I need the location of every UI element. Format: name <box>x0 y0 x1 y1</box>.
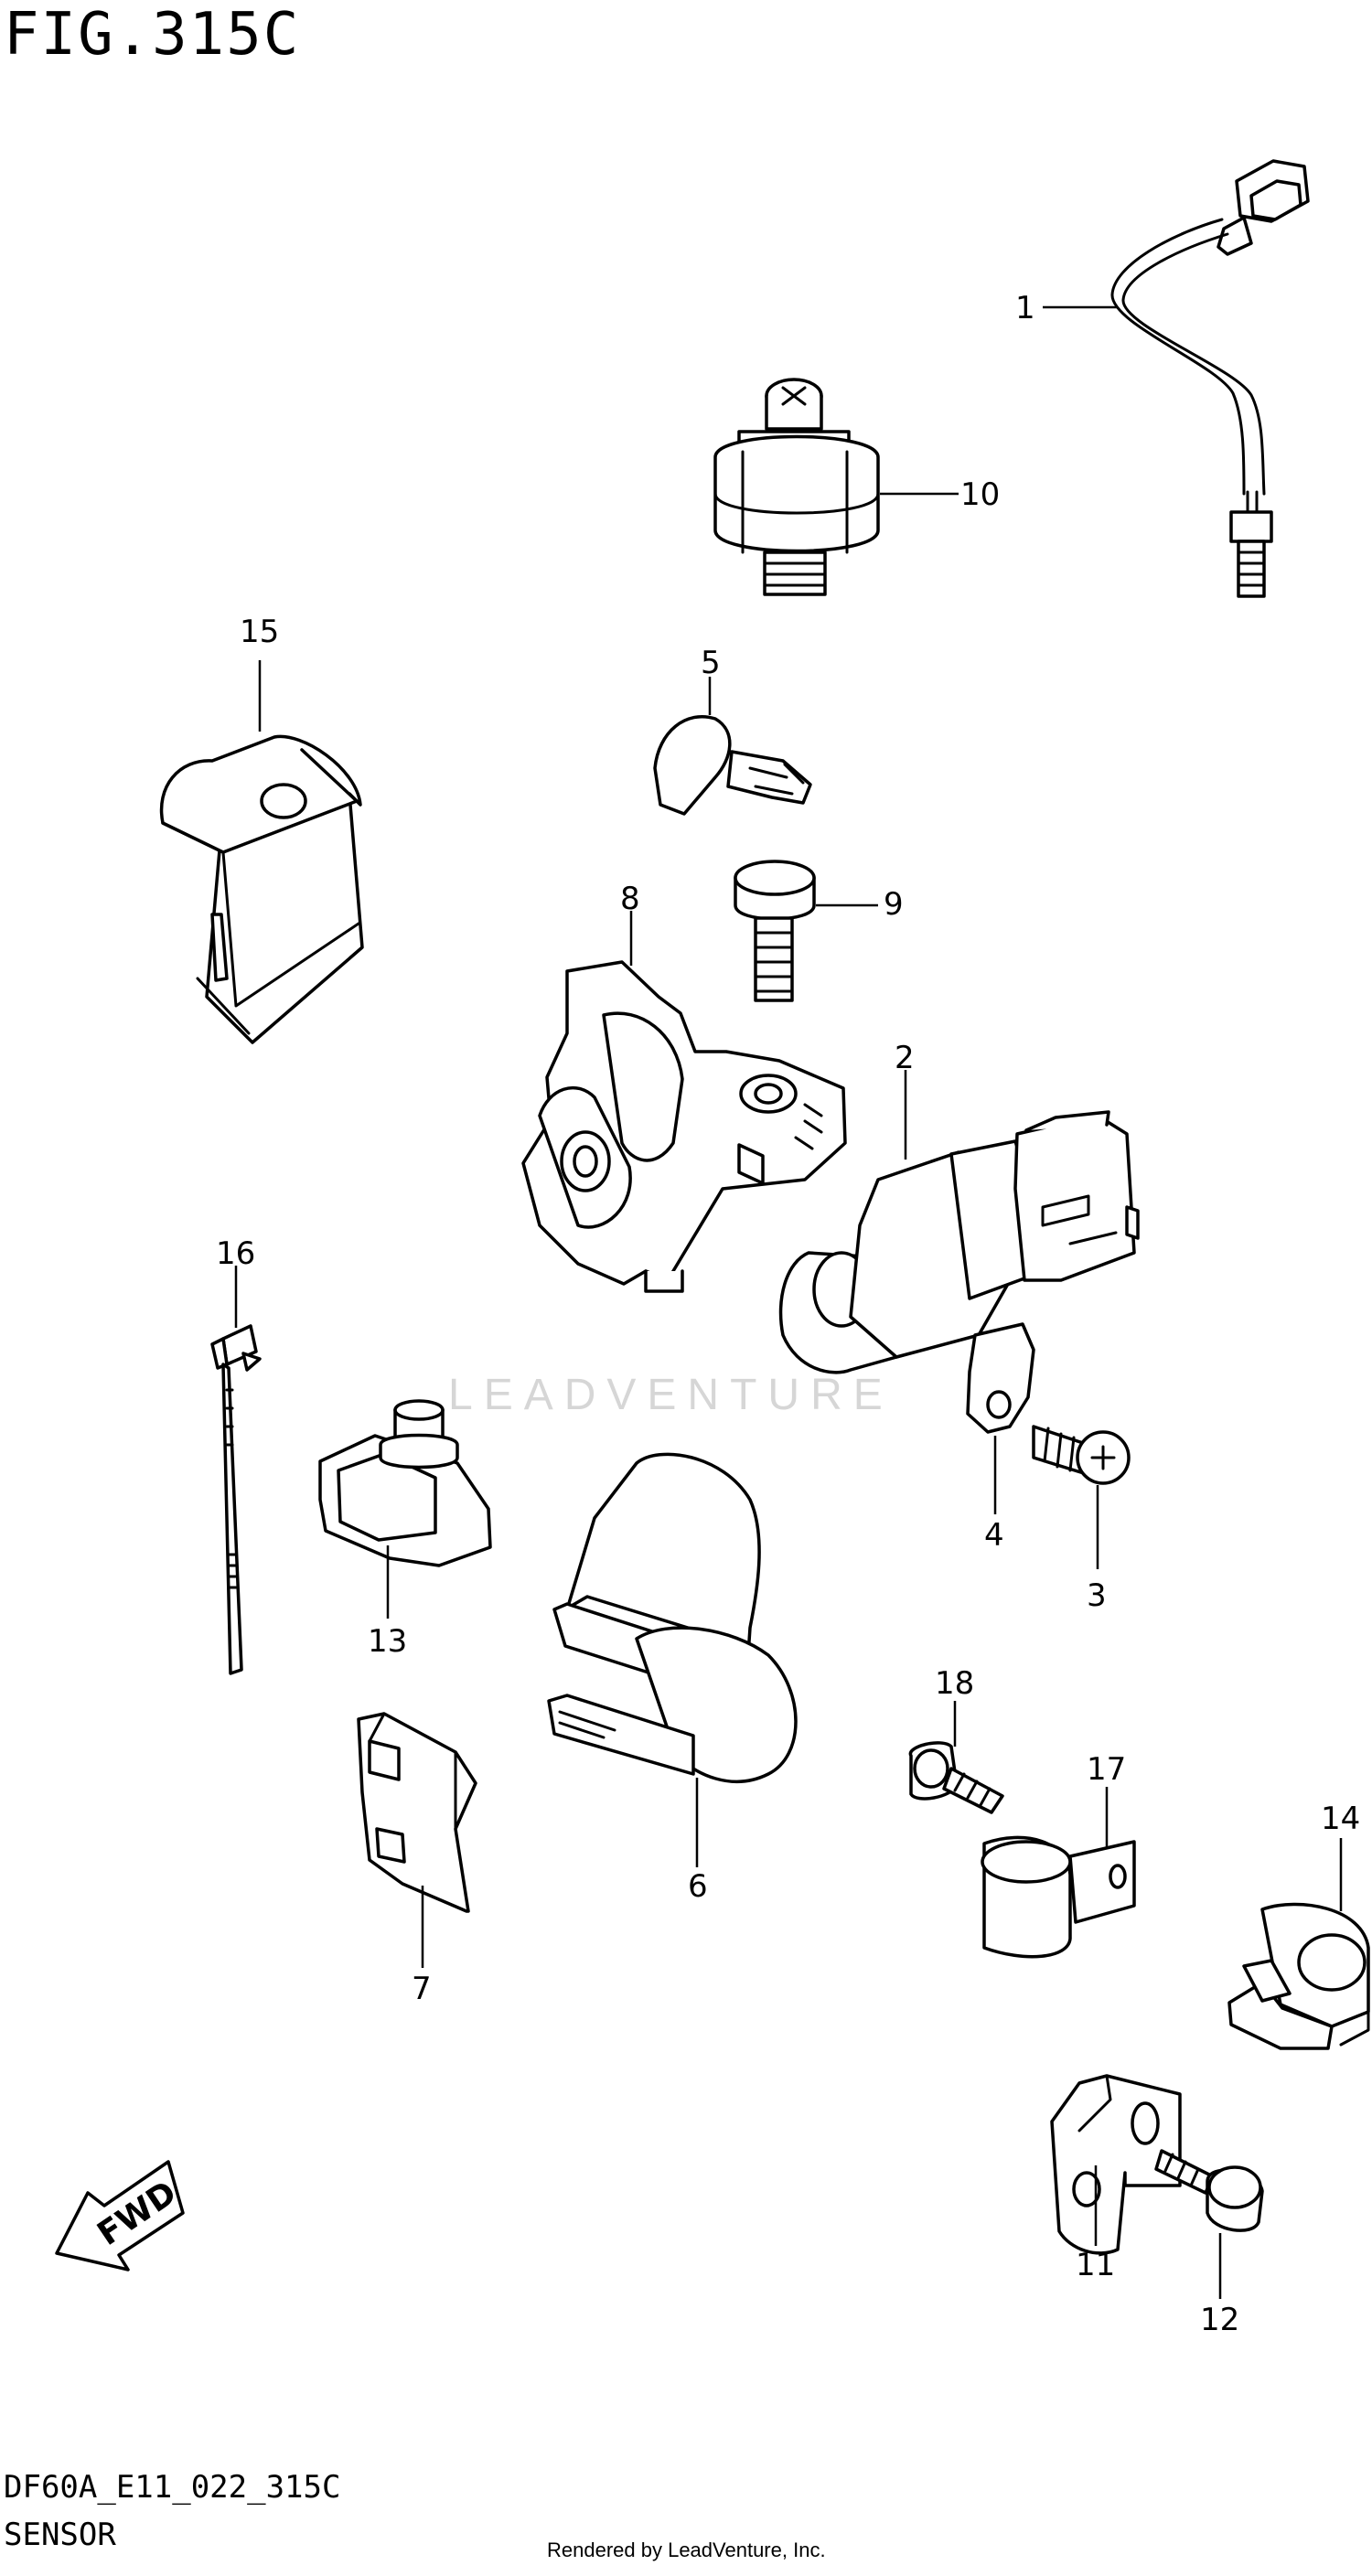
render-credit: Rendered by LeadVenture, Inc. <box>547 2539 826 2561</box>
watermark: LEADVENTURE <box>448 1371 894 1419</box>
callout-5[interactable]: 5 <box>701 645 721 681</box>
callout-8[interactable]: 8 <box>620 881 640 917</box>
part-14-clamp-icon[interactable] <box>1227 1902 1370 2050</box>
part-17-clamp-icon[interactable] <box>981 1835 1136 1959</box>
callout-13[interactable]: 13 <box>368 1623 407 1660</box>
part-1-wire-sensor-icon[interactable] <box>1110 159 1310 598</box>
part-18-bolt-icon[interactable] <box>908 1741 1004 1814</box>
part-7-cover-icon[interactable] <box>357 1712 477 1913</box>
callout-11[interactable]: 11 <box>1076 2247 1115 2283</box>
part-6-band-clamp-icon[interactable] <box>547 1452 798 1783</box>
part-16-cable-tie-icon[interactable] <box>210 1324 262 1675</box>
figure-title: FIG.315C <box>4 1 301 69</box>
callout-18[interactable]: 18 <box>935 1665 974 1702</box>
part-5-cap-icon[interactable] <box>653 715 812 816</box>
callout-7[interactable]: 7 <box>412 1971 432 2007</box>
callout-4[interactable]: 4 <box>984 1517 1004 1554</box>
callout-17[interactable]: 17 <box>1087 1751 1126 1788</box>
callout-14[interactable]: 14 <box>1321 1801 1360 1837</box>
callout-3[interactable]: 3 <box>1087 1577 1107 1614</box>
part-15-cap-icon[interactable] <box>159 734 364 1044</box>
callout-6[interactable]: 6 <box>688 1868 708 1905</box>
callout-16[interactable]: 16 <box>216 1235 255 1272</box>
fwd-direction-icon: FWD <box>55 2160 185 2271</box>
figure-code: DF60A_E11_022_315C <box>4 2469 341 2506</box>
part-12-bolt-icon[interactable] <box>1154 2149 1264 2232</box>
part-13-clamp-icon[interactable] <box>318 1399 492 1567</box>
part-2-crank-position-sensor-icon[interactable] <box>778 1110 1140 1374</box>
part-3-screw-icon[interactable] <box>1032 1425 1131 1485</box>
part-4-plate-icon[interactable] <box>966 1322 1035 1434</box>
callout-12[interactable]: 12 <box>1200 2302 1239 2338</box>
callout-9[interactable]: 9 <box>884 886 904 923</box>
callout-1[interactable]: 1 <box>1015 290 1035 326</box>
part-9-bolt-icon[interactable] <box>734 860 816 1002</box>
part-11-bracket-icon[interactable] <box>1050 2074 1182 2255</box>
part-8-sensor-bracket-icon[interactable] <box>521 960 847 1293</box>
callout-10[interactable]: 10 <box>960 476 1000 513</box>
part-10-oil-pressure-switch-icon[interactable] <box>713 378 880 596</box>
callout-2[interactable]: 2 <box>895 1040 915 1076</box>
section-name: SENSOR <box>4 2517 116 2553</box>
callout-15[interactable]: 15 <box>240 614 279 650</box>
